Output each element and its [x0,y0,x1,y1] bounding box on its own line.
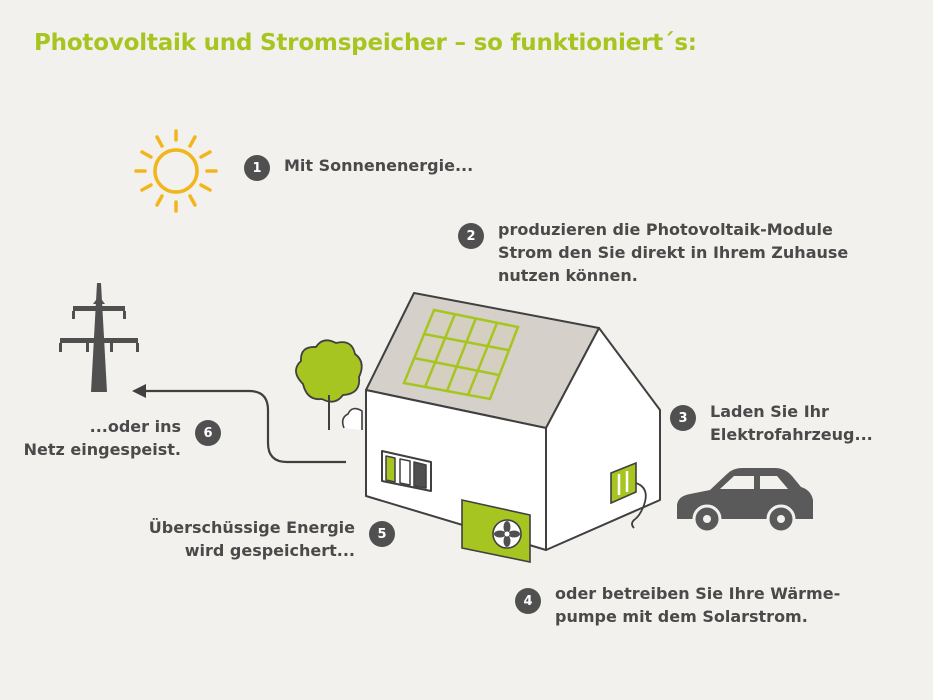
window-icon [381,450,432,492]
step-2-text: produzieren die Photovoltaik-Module Stro… [498,220,849,285]
step-4-text: oder betreiben Sie Ihre Wärme- pumpe mit… [555,584,841,626]
heat-pump-icon [461,499,531,563]
step-5: 5 Überschüssige Energie wird gespeichert… [149,516,395,562]
step-4-number: 4 [515,588,541,614]
step-3: 3 Laden Sie Ihr Elektrofahrzeug... [670,400,873,446]
tree-icon [295,339,363,430]
step-1: 1 Mit Sonnenenergie... [244,154,473,181]
wallbox-icon [610,461,647,529]
step-6: 6 ...oder ins Netz eingespeist. [24,415,221,461]
page-title: Photovoltaik und Stromspeicher – so funk… [34,30,697,56]
step-6-text: ...oder ins Netz eingespeist. [23,417,181,459]
step-2-number: 2 [458,223,484,249]
step-3-text: Laden Sie Ihr Elektrofahrzeug... [710,402,873,444]
arrow-left-icon [132,384,346,464]
solar-panel-icon [402,308,520,401]
car-icon [677,468,813,534]
power-pylon-icon [59,283,139,392]
step-6-number: 6 [195,420,221,446]
step-5-text: Überschüssige Energie wird gespeichert..… [148,518,355,560]
step-2: 2 produzieren die Photovoltaik-Module St… [458,218,848,287]
step-1-text: Mit Sonnenenergie... [284,156,474,175]
sun-icon [134,129,218,213]
step-1-number: 1 [244,155,270,181]
step-3-number: 3 [670,405,696,431]
step-4: 4 oder betreiben Sie Ihre Wärme- pumpe m… [515,582,840,628]
step-5-number: 5 [369,521,395,547]
